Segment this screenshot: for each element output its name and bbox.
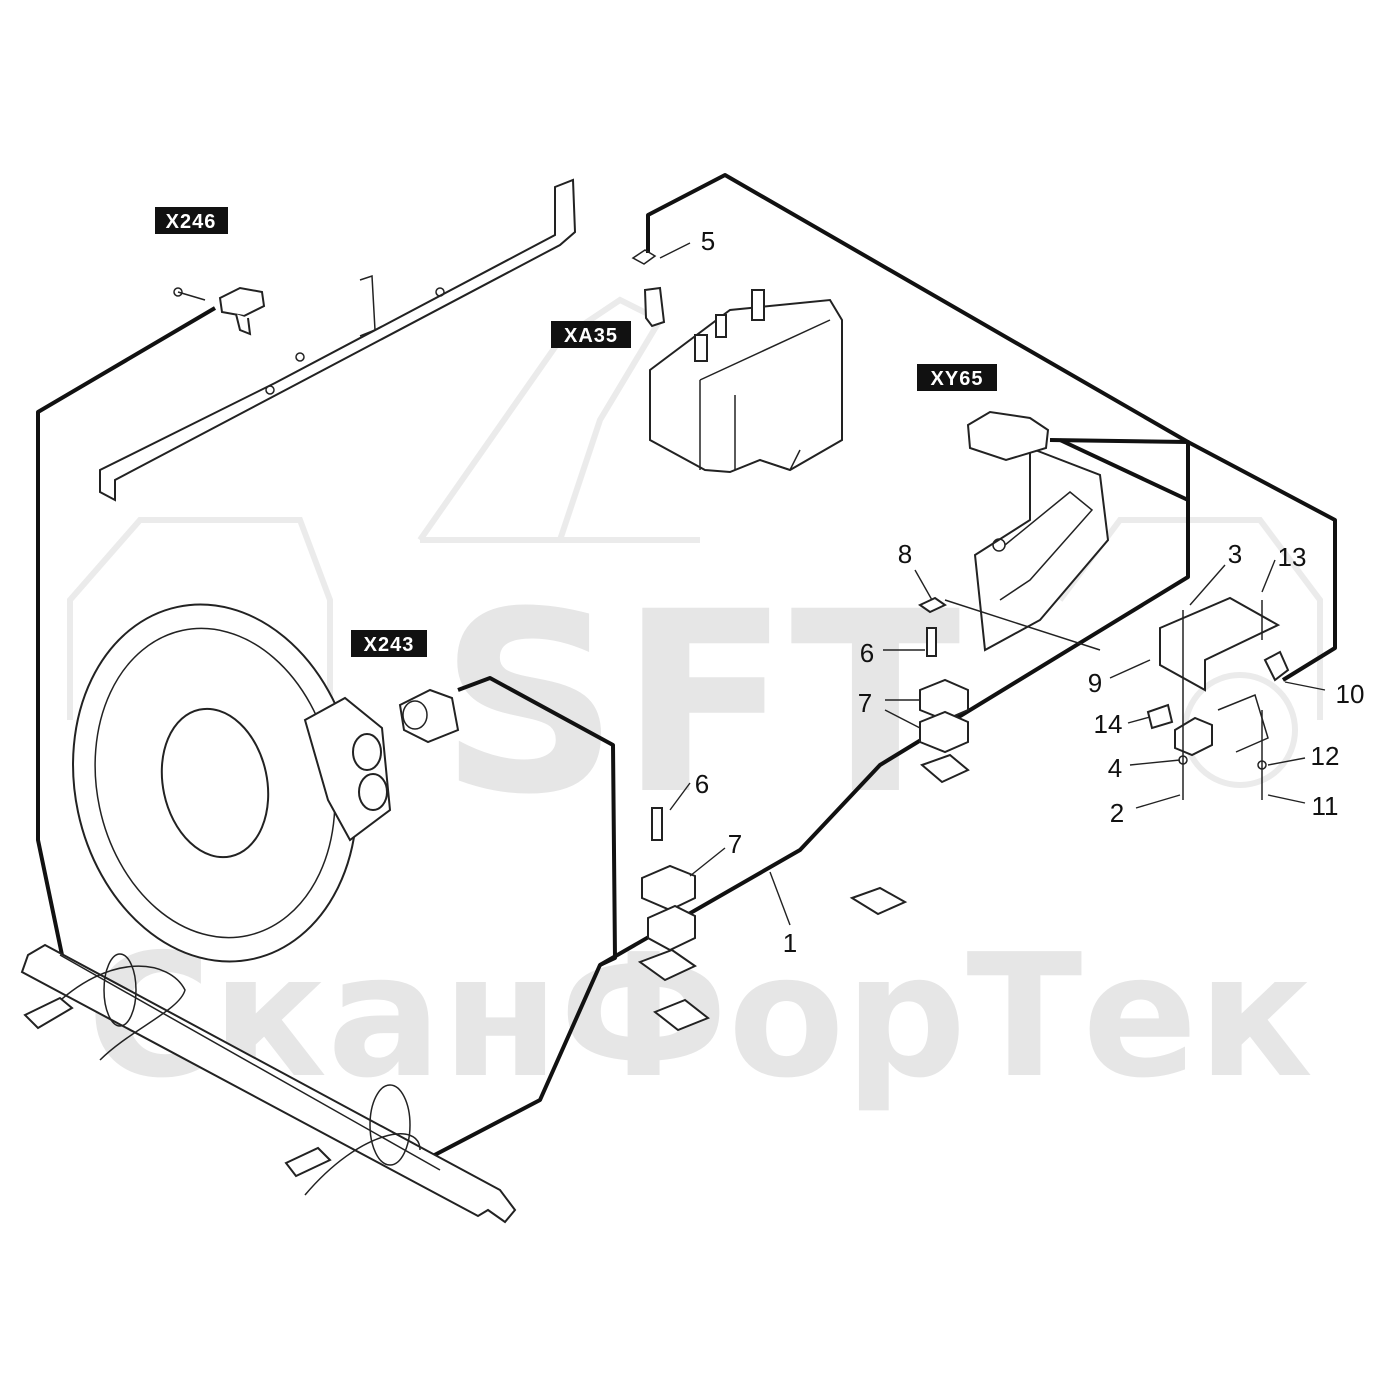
callout-7-lower: 7 (728, 829, 742, 859)
lower-rail (20, 943, 517, 1224)
callout-5: 5 (701, 226, 715, 256)
callout-6-lower: 6 (695, 769, 709, 799)
wiring-harness (36, 173, 1337, 1162)
callout-3: 3 (1228, 539, 1242, 569)
callout-14: 14 (1094, 709, 1123, 739)
callout-8: 8 (898, 539, 912, 569)
right-bracket-assembly (1146, 596, 1290, 800)
callout-labels: 1 2 3 4 5 6 6 7 7 8 9 10 11 12 13 14 (695, 226, 1365, 958)
callout-11: 11 (1312, 791, 1339, 821)
clamp-set-lower (637, 807, 908, 1032)
tag-x246: X246 (155, 207, 228, 234)
clamp-set-upper (918, 596, 1101, 784)
callout-1: 1 (783, 928, 797, 958)
tag-x243: X243 (351, 630, 427, 657)
connector-x246 (173, 286, 266, 336)
tag-x246-label: X246 (166, 211, 217, 233)
flywheel-housing (72, 603, 392, 963)
connector-x243 (398, 688, 460, 744)
callout-6-upper: 6 (860, 638, 874, 668)
watermark-logo: SFT (439, 558, 960, 849)
tag-xa35: XA35 (551, 321, 631, 348)
callout-10: 10 (1336, 679, 1365, 709)
tag-xy65-label: XY65 (931, 368, 984, 390)
tag-x243-label: X243 (364, 634, 415, 656)
callout-7-upper: 7 (858, 688, 872, 718)
bracket-rail (99, 178, 577, 502)
leader-lines (659, 242, 1326, 926)
modulator-block-xa35 (631, 249, 843, 474)
callout-12: 12 (1311, 741, 1340, 771)
tag-xa35-label: XA35 (564, 325, 618, 347)
callout-4: 4 (1108, 753, 1122, 783)
valve-xy65 (966, 410, 1110, 652)
callout-9: 9 (1088, 668, 1102, 698)
tag-xy65: XY65 (917, 364, 997, 391)
callout-2: 2 (1110, 798, 1124, 828)
callout-13: 13 (1278, 542, 1307, 572)
